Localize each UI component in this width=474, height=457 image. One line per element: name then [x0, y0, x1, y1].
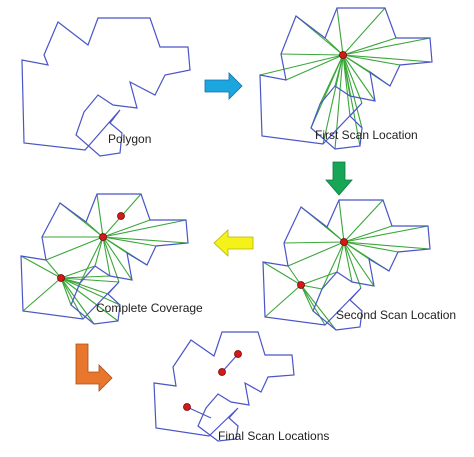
panel-final-scan: Final Scan Locations [153, 331, 329, 443]
coverage-ray [94, 236, 104, 267]
coverage-ray [285, 54, 344, 81]
label-complete: Complete Coverage [96, 301, 203, 315]
coverage-ray [102, 236, 133, 281]
panel-polygon: Polygon [21, 17, 191, 157]
coverage-ray [102, 236, 111, 277]
final-link-b [186, 406, 212, 419]
coverage-ray [60, 277, 109, 295]
bent-arrow-icon [75, 343, 113, 392]
coverage-ray [60, 265, 96, 279]
panel-complete-coverage: Complete Coverage [20, 193, 203, 325]
coverage-ray [342, 7, 386, 56]
scan-point-second-b [297, 281, 305, 289]
label-second-scan: Second Scan Location [336, 308, 456, 322]
coverage-ray [336, 241, 345, 273]
coverage-ray [321, 241, 345, 290]
panel-second-scan: Second Scan Location [262, 199, 456, 331]
down-arrow-icon [325, 161, 353, 196]
coverage-ray [60, 277, 120, 283]
scan-point-second-a [340, 238, 348, 246]
final-link-a [221, 353, 239, 373]
arrow-3-shape [213, 229, 254, 257]
coverage-ray [343, 199, 384, 243]
coverage-ray [342, 54, 371, 73]
coverage-ray [343, 241, 431, 250]
arrow-1-shape [204, 72, 243, 100]
arrow-4-shape [75, 343, 113, 392]
scan-point-complete-a [99, 233, 107, 241]
coverage-ray [342, 37, 397, 56]
coverage-ray [310, 54, 344, 129]
coverage-ray [334, 54, 344, 150]
room-polygon [21, 17, 191, 157]
room-polygon-final [153, 331, 295, 442]
coverage-ray [342, 54, 351, 117]
room-polygon-second [262, 199, 431, 331]
coverage-ray [343, 225, 393, 243]
label-polygon: Polygon [108, 132, 151, 146]
coverage-ray [342, 54, 363, 129]
coverage-ray [287, 241, 345, 267]
coverage-ray [102, 236, 157, 247]
coverage-ray [342, 54, 433, 63]
coverage-ray [102, 219, 187, 238]
scan-point-final-c [183, 403, 191, 411]
right-arrow-icon [204, 72, 243, 100]
scan-point-complete-b [57, 274, 65, 282]
coverage-ray [60, 277, 95, 325]
coverage-ray [102, 236, 128, 254]
scan-point-final-a [234, 350, 242, 358]
coverage-ray [342, 54, 401, 66]
coverage-ray [60, 277, 72, 306]
coverage-ray [343, 225, 429, 243]
coverage-ray [22, 277, 62, 312]
coverage-ray [342, 54, 361, 147]
left-arrow-icon [213, 229, 254, 257]
coverage-ray [342, 54, 363, 104]
coverage-ray [322, 54, 344, 145]
coverage-ray [343, 241, 362, 289]
coverage-ray [60, 277, 121, 306]
coverage-ray [262, 261, 302, 286]
coverage-ray [96, 193, 104, 238]
coverage-ray [45, 236, 104, 261]
coverage-ray [343, 241, 399, 253]
label-final: Final Scan Locations [218, 429, 329, 443]
scan-point-first [339, 51, 347, 59]
coverage-ray [342, 37, 431, 56]
coverage-ray [336, 7, 344, 56]
coverage-ray [338, 199, 345, 243]
coverage-ray [102, 236, 189, 244]
coverage-ray [283, 241, 345, 244]
label-first-scan: First Scan Location [315, 128, 418, 142]
coverage-ray [20, 255, 62, 279]
coverage-ray [264, 284, 302, 318]
coverage-ray [342, 54, 376, 102]
coverage-ray [102, 236, 120, 283]
coverage-ray [343, 241, 370, 260]
coverage-ray [280, 53, 344, 56]
panel-first-scan: First Scan Location [259, 7, 433, 150]
coverage-ray [102, 219, 151, 238]
arrow-2-shape [325, 161, 353, 196]
coverage-ray [300, 271, 338, 286]
scan-point-final-b [218, 368, 226, 376]
coverage-ray [343, 241, 353, 283]
coverage-ray [79, 236, 104, 284]
coverage-ray [259, 54, 344, 76]
coverage-ray [343, 241, 375, 287]
room-polygon-complete [20, 193, 189, 325]
coverage-ray [60, 277, 119, 322]
coverage-rays-1 [259, 7, 433, 150]
coverage-ray [300, 284, 337, 331]
coverage-ray [45, 259, 62, 279]
scan-point-complete-c [117, 212, 125, 220]
coverage-ray [324, 37, 344, 56]
room-polygon-first [259, 7, 433, 150]
